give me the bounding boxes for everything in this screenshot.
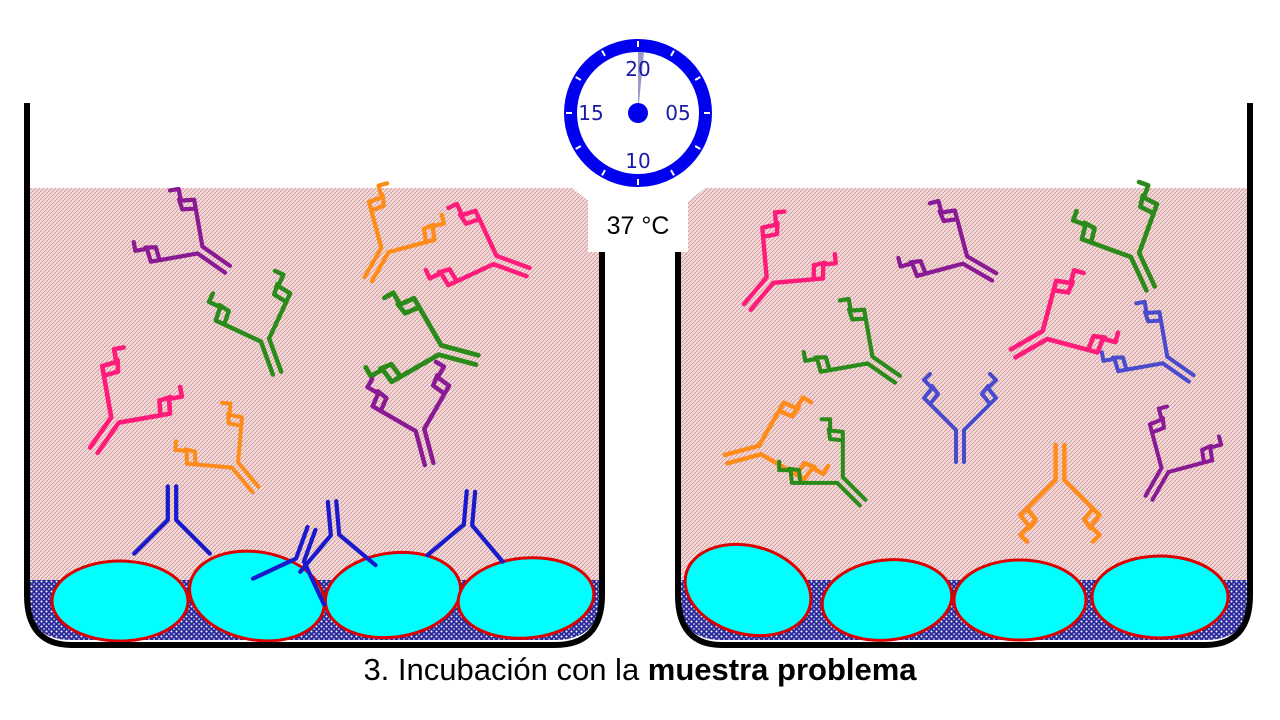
timer-tick [694,145,701,150]
timer-center [628,103,648,123]
antibody-icon [365,359,452,468]
timer-tick [670,169,675,176]
temperature-label: 37 °C [588,200,688,252]
antibody-icon [298,499,378,574]
antibody-icon [173,400,261,495]
bead [456,556,596,640]
left-well-wall [24,103,605,648]
timer-tick [694,76,701,81]
caption-bold: muestra problema [647,652,917,687]
bead [820,558,954,642]
antibody-icon [1070,179,1160,293]
bead [683,542,813,638]
antibody-icon [362,181,447,284]
antibody-icon [777,417,868,508]
right-antibodies [722,179,1224,544]
caption-prefix: 3. Incubación con la [363,652,648,687]
antibody-icon [1018,442,1102,544]
timer-tick [670,50,675,57]
bead [952,558,1088,642]
antibody-icon [1008,268,1121,360]
left-antibodies [87,181,532,607]
bead [50,559,190,643]
timer-label-top: 20 [625,57,650,81]
timer: 20 05 10 15 [564,39,712,187]
antibody-icon [87,345,185,456]
timer-label-bottom: 10 [625,149,650,173]
caption: 3. Incubación con la muestra problema [0,652,1280,688]
timer-tick [575,76,582,81]
timer-tick [601,169,606,176]
right-well [675,103,1253,648]
antibody-icon [250,524,327,607]
timer-ticks [566,41,710,185]
antibody-icon [741,209,838,312]
timer-tick [575,145,582,150]
bead [1090,554,1230,640]
antibody-icon [1099,299,1196,384]
antibody-icon [801,296,903,385]
timer-tick [601,50,606,57]
antibody-icon [206,268,293,377]
bead [188,549,326,643]
antibody-icon [423,201,532,288]
right-well-liquid [678,188,1250,640]
antibody-icon [132,484,212,556]
left-well [24,103,605,648]
timer-hand [638,51,644,113]
timer-label-right: 05 [665,101,690,125]
antibody-icon [1143,404,1224,502]
antibody-icon [922,372,998,464]
left-well-liquid [27,188,600,640]
right-well-wall [675,103,1253,648]
antibody-icon [896,198,999,283]
antibody-icon [363,290,481,385]
antibody-icon [425,489,505,564]
timer-label-left: 15 [578,101,603,125]
antibody-icon [131,186,233,275]
right-well-beads [683,542,1230,642]
